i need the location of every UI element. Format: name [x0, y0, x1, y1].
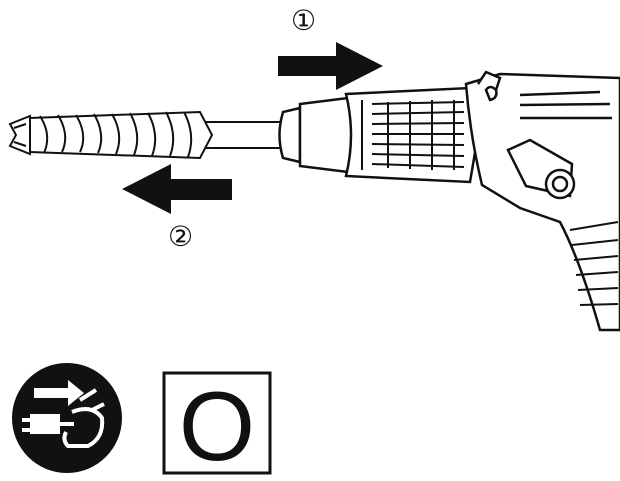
step-2-marker: ②: [168, 220, 193, 253]
power-off-icon: O: [162, 371, 272, 481]
pull-arrow: [122, 164, 232, 214]
insert-arrow: [278, 42, 383, 90]
drill-bit: [8, 110, 286, 160]
step-1-marker: ①: [291, 4, 316, 37]
off-symbol: O: [179, 371, 255, 481]
drill-body: [464, 70, 620, 332]
tool-chuck: [278, 86, 480, 184]
unplug-power-icon: [12, 363, 122, 473]
